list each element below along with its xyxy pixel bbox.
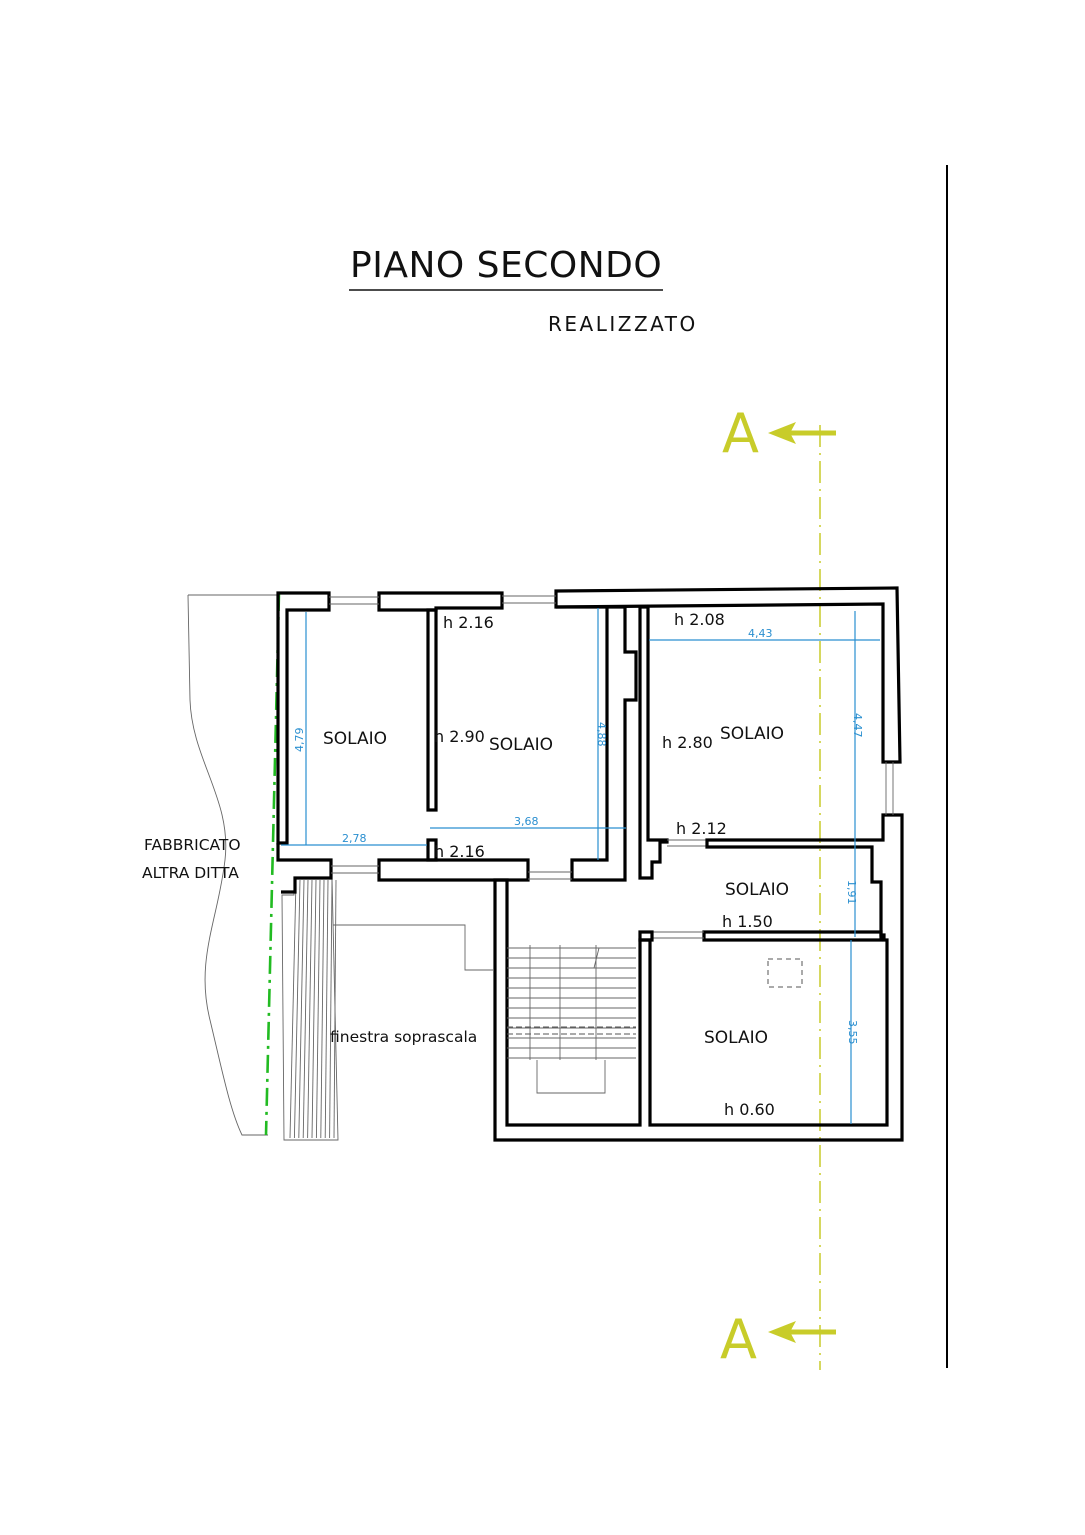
room-label-3: SOLAIO bbox=[720, 724, 784, 744]
stair-tread bbox=[311, 879, 317, 1139]
window-left-bottom bbox=[331, 865, 379, 874]
dim-room3-height: 4,47 bbox=[851, 713, 864, 738]
page-subtitle: REALIZZATO bbox=[548, 312, 698, 336]
arrowhead-top-icon bbox=[768, 422, 796, 444]
stair-tread bbox=[315, 879, 321, 1139]
stair-tread bbox=[289, 879, 297, 1139]
dim-room4-height: 1,91 bbox=[845, 880, 858, 905]
walls bbox=[276, 586, 904, 1142]
wall-top-mid bbox=[377, 591, 504, 612]
dim-room1-height: 4,79 bbox=[293, 728, 306, 753]
door-room5 bbox=[652, 931, 704, 939]
section-label-bottom: A bbox=[720, 1308, 757, 1371]
stair-tread bbox=[320, 879, 325, 1139]
wall-room3-left bbox=[646, 607, 669, 880]
wall-partition-1 bbox=[426, 608, 438, 812]
door-room3 bbox=[667, 839, 707, 847]
skylight-icon bbox=[767, 958, 803, 988]
wall-top-left bbox=[276, 591, 331, 845]
dim-room5-height: 3,55 bbox=[846, 1020, 859, 1045]
height-label-room2-left: h 2.90 bbox=[434, 727, 485, 746]
section-label-top: A bbox=[722, 402, 759, 465]
internal-staircase bbox=[507, 945, 636, 1094]
window-right bbox=[885, 762, 894, 815]
window-top-2 bbox=[502, 595, 556, 604]
neighbor-label-line1: FABBRICATO bbox=[144, 836, 241, 854]
window-top-1 bbox=[329, 596, 379, 605]
external-stair-treads bbox=[289, 879, 337, 1139]
dimension-lines bbox=[281, 608, 880, 1124]
internal-stair-treads bbox=[507, 947, 636, 1059]
neighbor-building-outline bbox=[187, 594, 278, 1136]
height-label-room3-top: h 2.08 bbox=[674, 610, 725, 629]
wall-room3-bottom bbox=[493, 813, 904, 1142]
stair-tread bbox=[298, 879, 305, 1139]
neighbor-label-line2: ALTRA DITTA bbox=[142, 864, 239, 882]
wall-room4-bottom bbox=[702, 930, 883, 942]
height-label-room3-bottom: h 2.12 bbox=[676, 819, 727, 838]
page-title: PIANO SECONDO bbox=[350, 245, 662, 286]
wall-room2-right bbox=[556, 605, 638, 882]
height-label-room4: h 1.50 bbox=[722, 912, 773, 931]
dim-room2-width: 3,68 bbox=[514, 815, 539, 828]
room-label-5: SOLAIO bbox=[704, 1028, 768, 1048]
section-marker-top: A bbox=[722, 402, 836, 465]
stair-window-note: finestra soprascala bbox=[330, 1028, 477, 1046]
stair-tread bbox=[302, 879, 309, 1139]
wall-room5-left bbox=[638, 930, 654, 942]
section-marker-bottom: A bbox=[720, 1308, 836, 1371]
stair-tread bbox=[324, 879, 329, 1139]
height-label-room2-bottom: h 2.16 bbox=[434, 842, 485, 861]
height-label-room3-left: h 2.80 bbox=[662, 733, 713, 752]
wall-left-bottom bbox=[276, 843, 333, 894]
arrowhead-bottom-icon bbox=[768, 1321, 796, 1343]
wall-room3-inner bbox=[638, 605, 648, 880]
wall-partition-1b bbox=[426, 838, 438, 862]
room-label-2: SOLAIO bbox=[489, 735, 553, 755]
dim-room3-width: 4,43 bbox=[748, 627, 773, 640]
room-label-1: SOLAIO bbox=[323, 729, 387, 749]
stair-tread bbox=[329, 879, 333, 1139]
window-mid-bottom bbox=[528, 871, 572, 880]
wall-mid-bottom bbox=[377, 858, 530, 882]
room-label-4: SOLAIO bbox=[725, 880, 789, 900]
stair-tread bbox=[307, 879, 313, 1139]
stair-tread bbox=[293, 879, 301, 1139]
dim-room1-width: 2,78 bbox=[342, 832, 367, 845]
external-staircase bbox=[281, 877, 493, 1141]
dim-room2-height: 4,88 bbox=[595, 722, 608, 747]
height-label-room5: h 0.60 bbox=[724, 1100, 775, 1119]
stair-tread bbox=[333, 879, 337, 1139]
height-label-room2-top: h 2.16 bbox=[443, 613, 494, 632]
